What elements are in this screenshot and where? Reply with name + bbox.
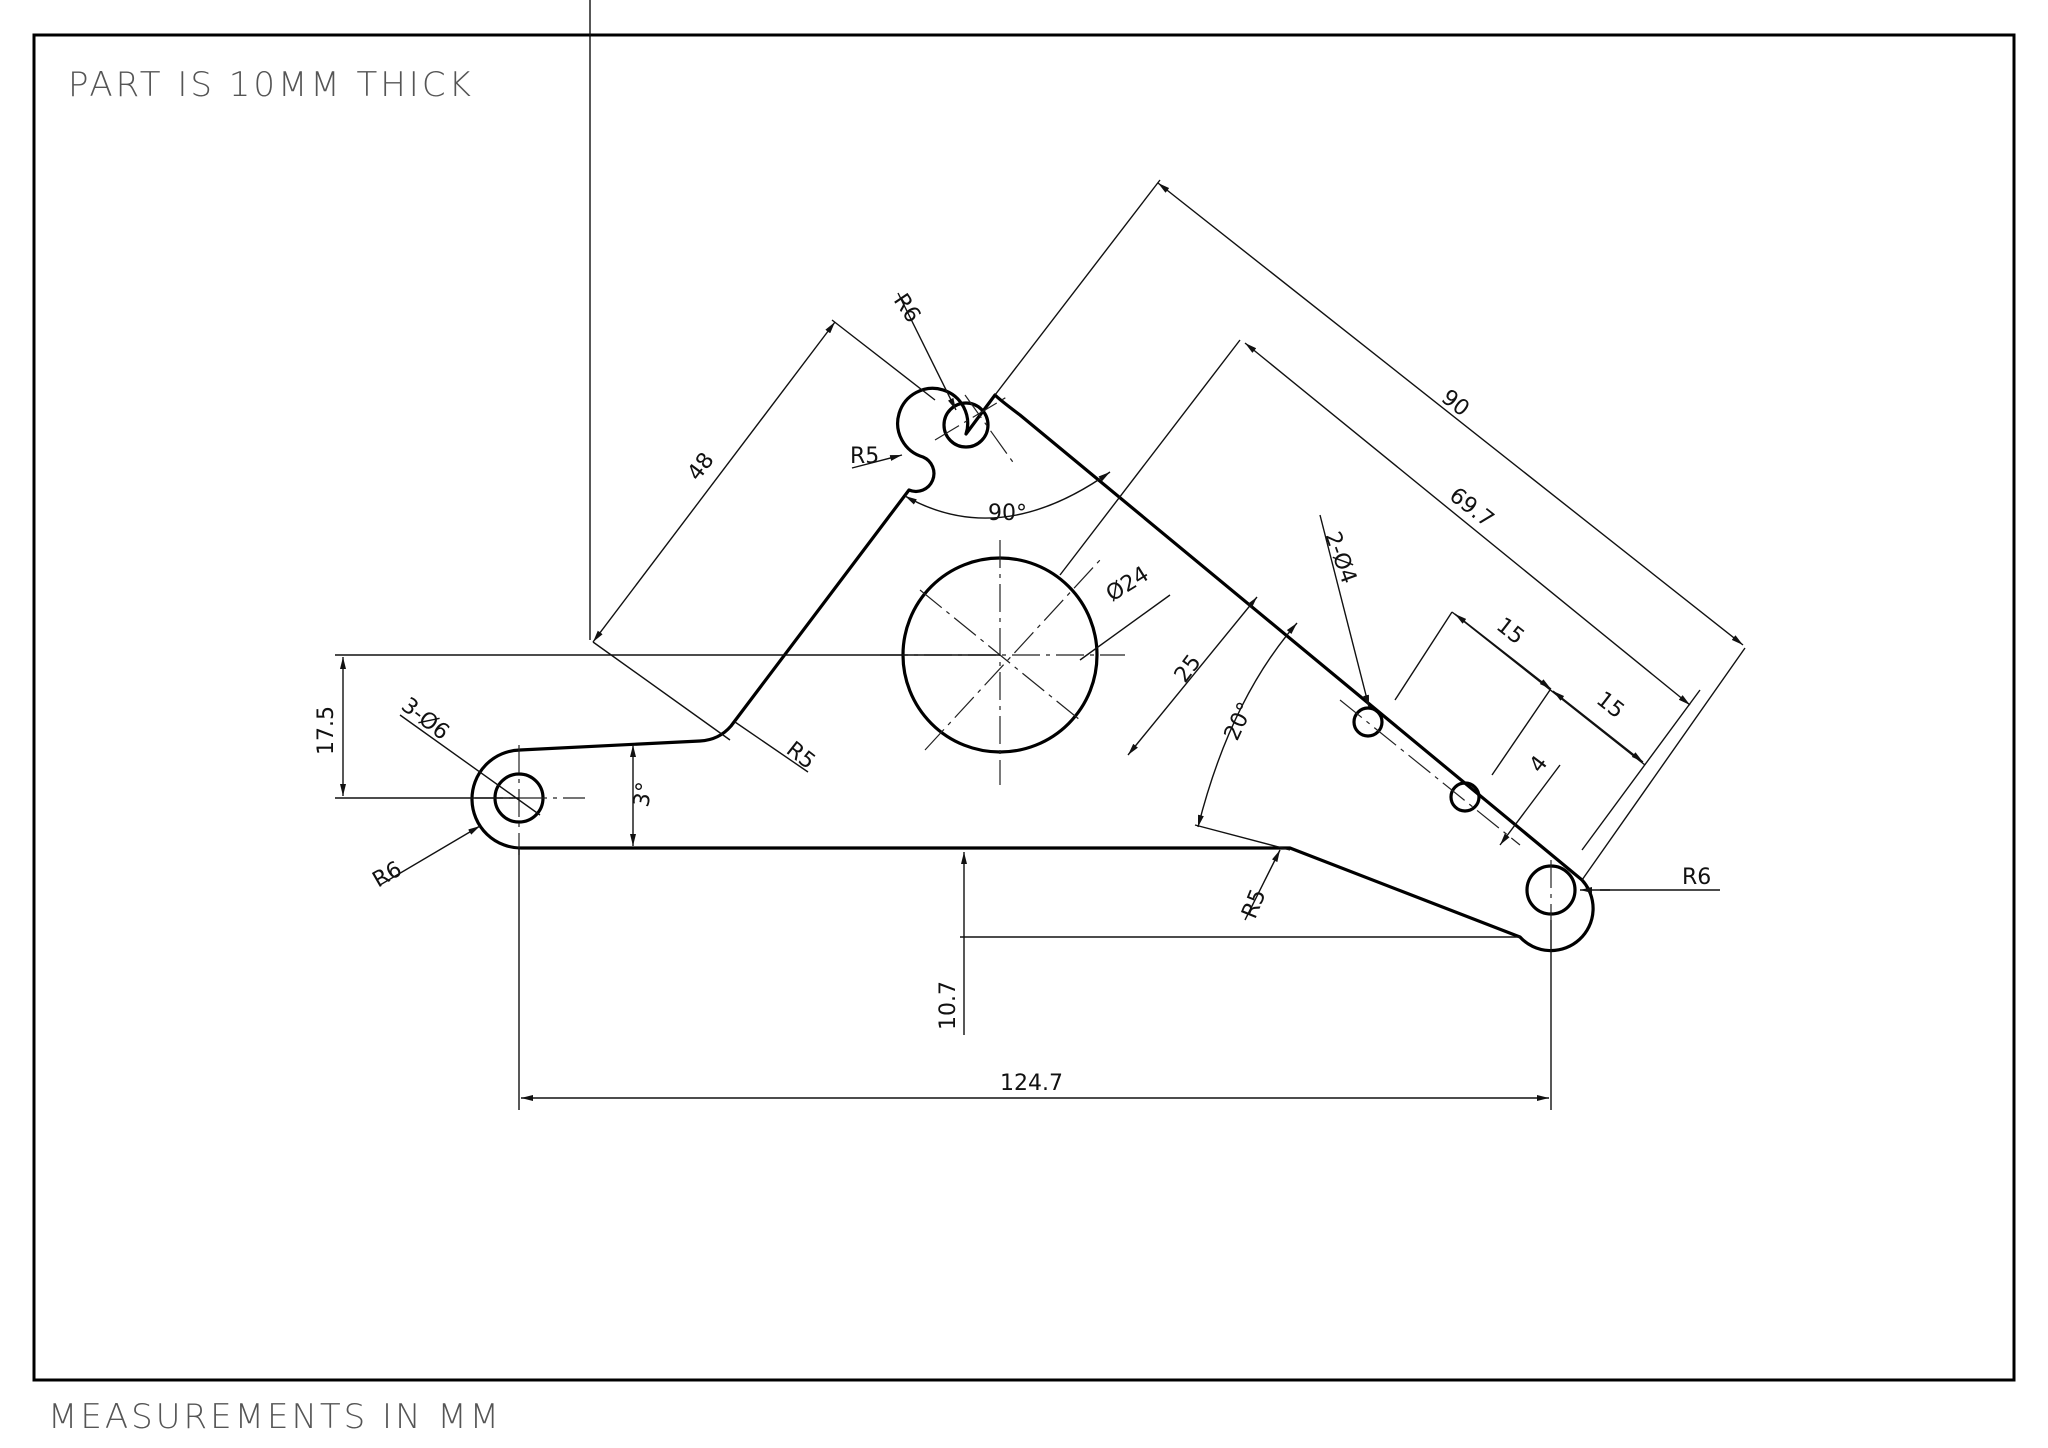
- dimension-lines: [335, 0, 1746, 1110]
- angle-90: 90°: [988, 501, 1027, 526]
- fillet-bottom-label: R5: [1237, 886, 1271, 923]
- dim-124-7: 124.7: [1000, 1071, 1063, 1096]
- radius-right-label: R6: [1682, 865, 1711, 890]
- fillet-mid-label: R5: [781, 737, 819, 775]
- dim-90: 90: [1436, 385, 1473, 422]
- thickness-note: PART IS 10MM THICK: [68, 65, 474, 105]
- dim-48: 48: [683, 448, 720, 485]
- dim-69-7: 69.7: [1444, 483, 1498, 533]
- small-hole-1: [1352, 706, 1384, 738]
- dim-4: 4: [1525, 751, 1553, 777]
- part-outline: [470, 386, 1595, 953]
- radius-top-label: R6: [888, 289, 925, 327]
- angle-20: 20°: [1220, 699, 1259, 745]
- dim-10-7: 10.7: [936, 981, 961, 1030]
- dim-15-b: 15: [1591, 687, 1628, 724]
- end-holes-label: 3-Ø6: [396, 693, 453, 745]
- dim-15-a: 15: [1491, 613, 1528, 650]
- top-hole: [942, 401, 990, 449]
- fillet-top-label: R5: [850, 444, 879, 469]
- large-hole-label: Ø24: [1102, 562, 1154, 607]
- radius-left-label: R6: [369, 857, 407, 893]
- dim-17-5: 17.5: [314, 706, 339, 755]
- center-lines: [475, 394, 1552, 920]
- small-holes-label: 2-Ø4: [1319, 529, 1361, 588]
- angle-3: 3°: [629, 780, 658, 809]
- drawing-frame: [32, 33, 2016, 1382]
- small-hole-2: [1449, 781, 1481, 813]
- dim-25: 25: [1170, 650, 1207, 687]
- units-note: MEASUREMENTS IN MM: [48, 1397, 502, 1437]
